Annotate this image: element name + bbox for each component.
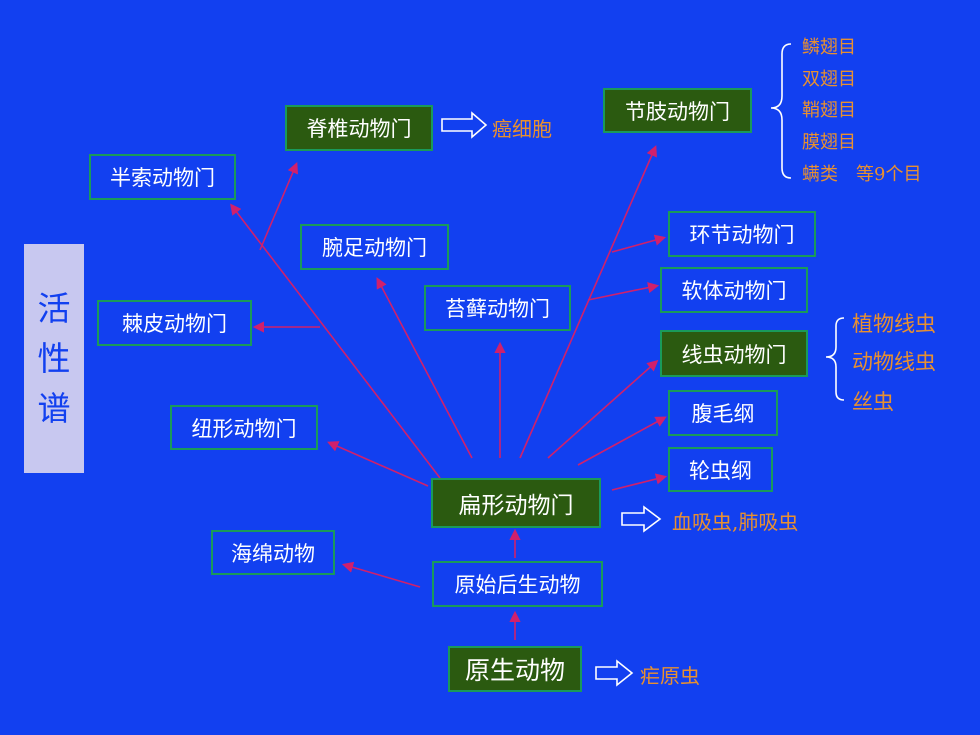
note-yuansheng-example: 疟原虫 (640, 664, 700, 688)
side-title-char: 谱 (37, 388, 71, 428)
side-title-char: 性 (37, 338, 71, 378)
hollow-arrow-icon-bianxing (621, 505, 662, 533)
node-lunchong: 轮虫纲 (668, 447, 773, 492)
node-jizhui: 脊椎动物门 (285, 105, 433, 151)
note-jizhui-example: 癌细胞 (492, 117, 552, 141)
arrow-to-lunchong (611, 473, 668, 491)
side-title-char: 活 (37, 288, 71, 328)
jiezhi-order-item: 螨类 等9个目 (802, 164, 922, 185)
arrow-to-jiezhi (519, 145, 657, 459)
arrow-to-xianchong (547, 359, 659, 459)
side-title-panel: 活 性 谱 (24, 244, 84, 473)
node-huanjie: 环节动物门 (668, 211, 816, 257)
arrow-to-wanzu (376, 277, 473, 459)
brace-xianchong-icon (825, 317, 845, 401)
node-haimian: 海绵动物 (211, 530, 335, 575)
node-yuanshi: 原始后生动物 (432, 561, 603, 607)
node-ruanti: 软体动物门 (660, 267, 808, 313)
arrow-yuanshi-haimian (341, 561, 421, 588)
note-bianxing-example: 血吸虫,肺吸虫 (672, 510, 799, 534)
arrow-to-banshuo (230, 203, 441, 479)
xianchong-type-item: 动物线虫 (852, 350, 936, 374)
hollow-arrow-icon-yuansheng (595, 659, 634, 687)
node-xianchong: 线虫动物门 (660, 330, 808, 377)
arrow-to-huanjie (611, 234, 667, 253)
node-fumao: 腹毛纲 (668, 390, 778, 436)
jiezhi-order-item: 鳞翅目 (802, 37, 856, 58)
arrow-to-jizhui (259, 162, 299, 251)
node-taixian: 苔藓动物门 (424, 285, 571, 331)
jiezhi-order-item: 膜翅目 (802, 132, 856, 153)
jiezhi-order-item: 双翅目 (802, 69, 856, 90)
node-yuansheng: 原生动物 (448, 646, 582, 692)
hollow-arrow-icon-jizhui (441, 111, 488, 139)
arrow-to-niuxing (327, 441, 429, 487)
node-niuxing: 纽形动物门 (170, 405, 318, 450)
xianchong-type-item: 植物线虫 (852, 312, 936, 336)
jiezhi-order-item: 鞘翅目 (802, 100, 856, 121)
node-banshuo: 半索动物门 (89, 154, 236, 200)
xianchong-type-item: 丝虫 (852, 390, 894, 414)
node-jipi: 棘皮动物门 (97, 300, 252, 346)
node-bianxing: 扁形动物门 (431, 478, 601, 528)
arrow-to-fumao (577, 416, 667, 466)
arrow-to-ruanti (587, 282, 660, 301)
node-wanzu: 腕足动物门 (300, 224, 449, 270)
brace-jiezhi-icon (770, 43, 792, 179)
node-jiezhi: 节肢动物门 (603, 88, 752, 133)
